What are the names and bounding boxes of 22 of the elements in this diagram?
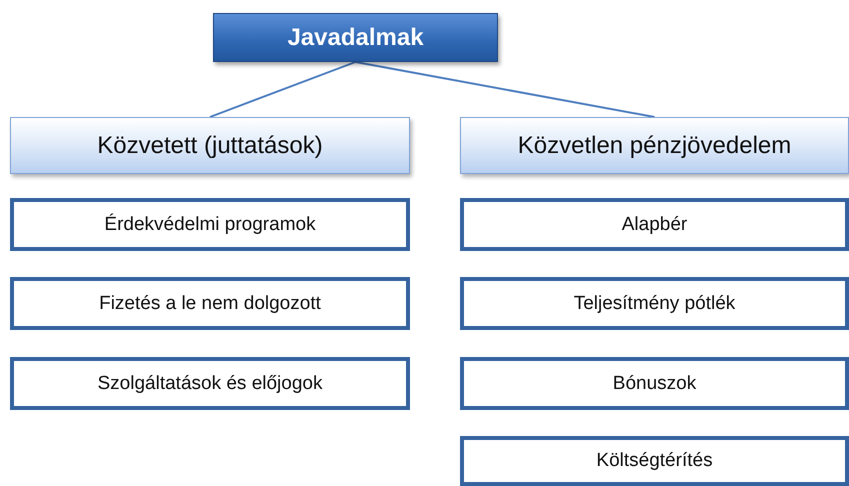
item-box: [10, 198, 410, 251]
box-label: Fizetés a le nem dolgozott: [99, 292, 321, 314]
item-box: [10, 277, 410, 330]
box-label: Teljesítmény pótlék: [574, 292, 736, 314]
item-box: [10, 357, 410, 410]
box-label: Érdekvédelmi programok: [104, 214, 316, 236]
box-label: Javadalmak: [287, 24, 424, 52]
box-label: Közvetlen pénzjövedelem: [518, 132, 792, 160]
item-box: [460, 277, 849, 330]
category-box: [10, 117, 410, 174]
box-label: Alapbér: [622, 214, 688, 236]
connector-line: [355, 61, 655, 118]
box-label: Szolgáltatások és előjogok: [98, 372, 322, 394]
item-box: [460, 198, 849, 251]
connector-line: [210, 61, 356, 118]
title-box: [213, 13, 498, 62]
item-box: [460, 357, 849, 410]
category-box: [460, 117, 849, 174]
item-box: [460, 436, 849, 486]
box-label: Költségtérítés: [596, 450, 713, 472]
box-label: Közvetett (juttatások): [97, 132, 323, 160]
box-label: Bónuszok: [612, 372, 696, 394]
